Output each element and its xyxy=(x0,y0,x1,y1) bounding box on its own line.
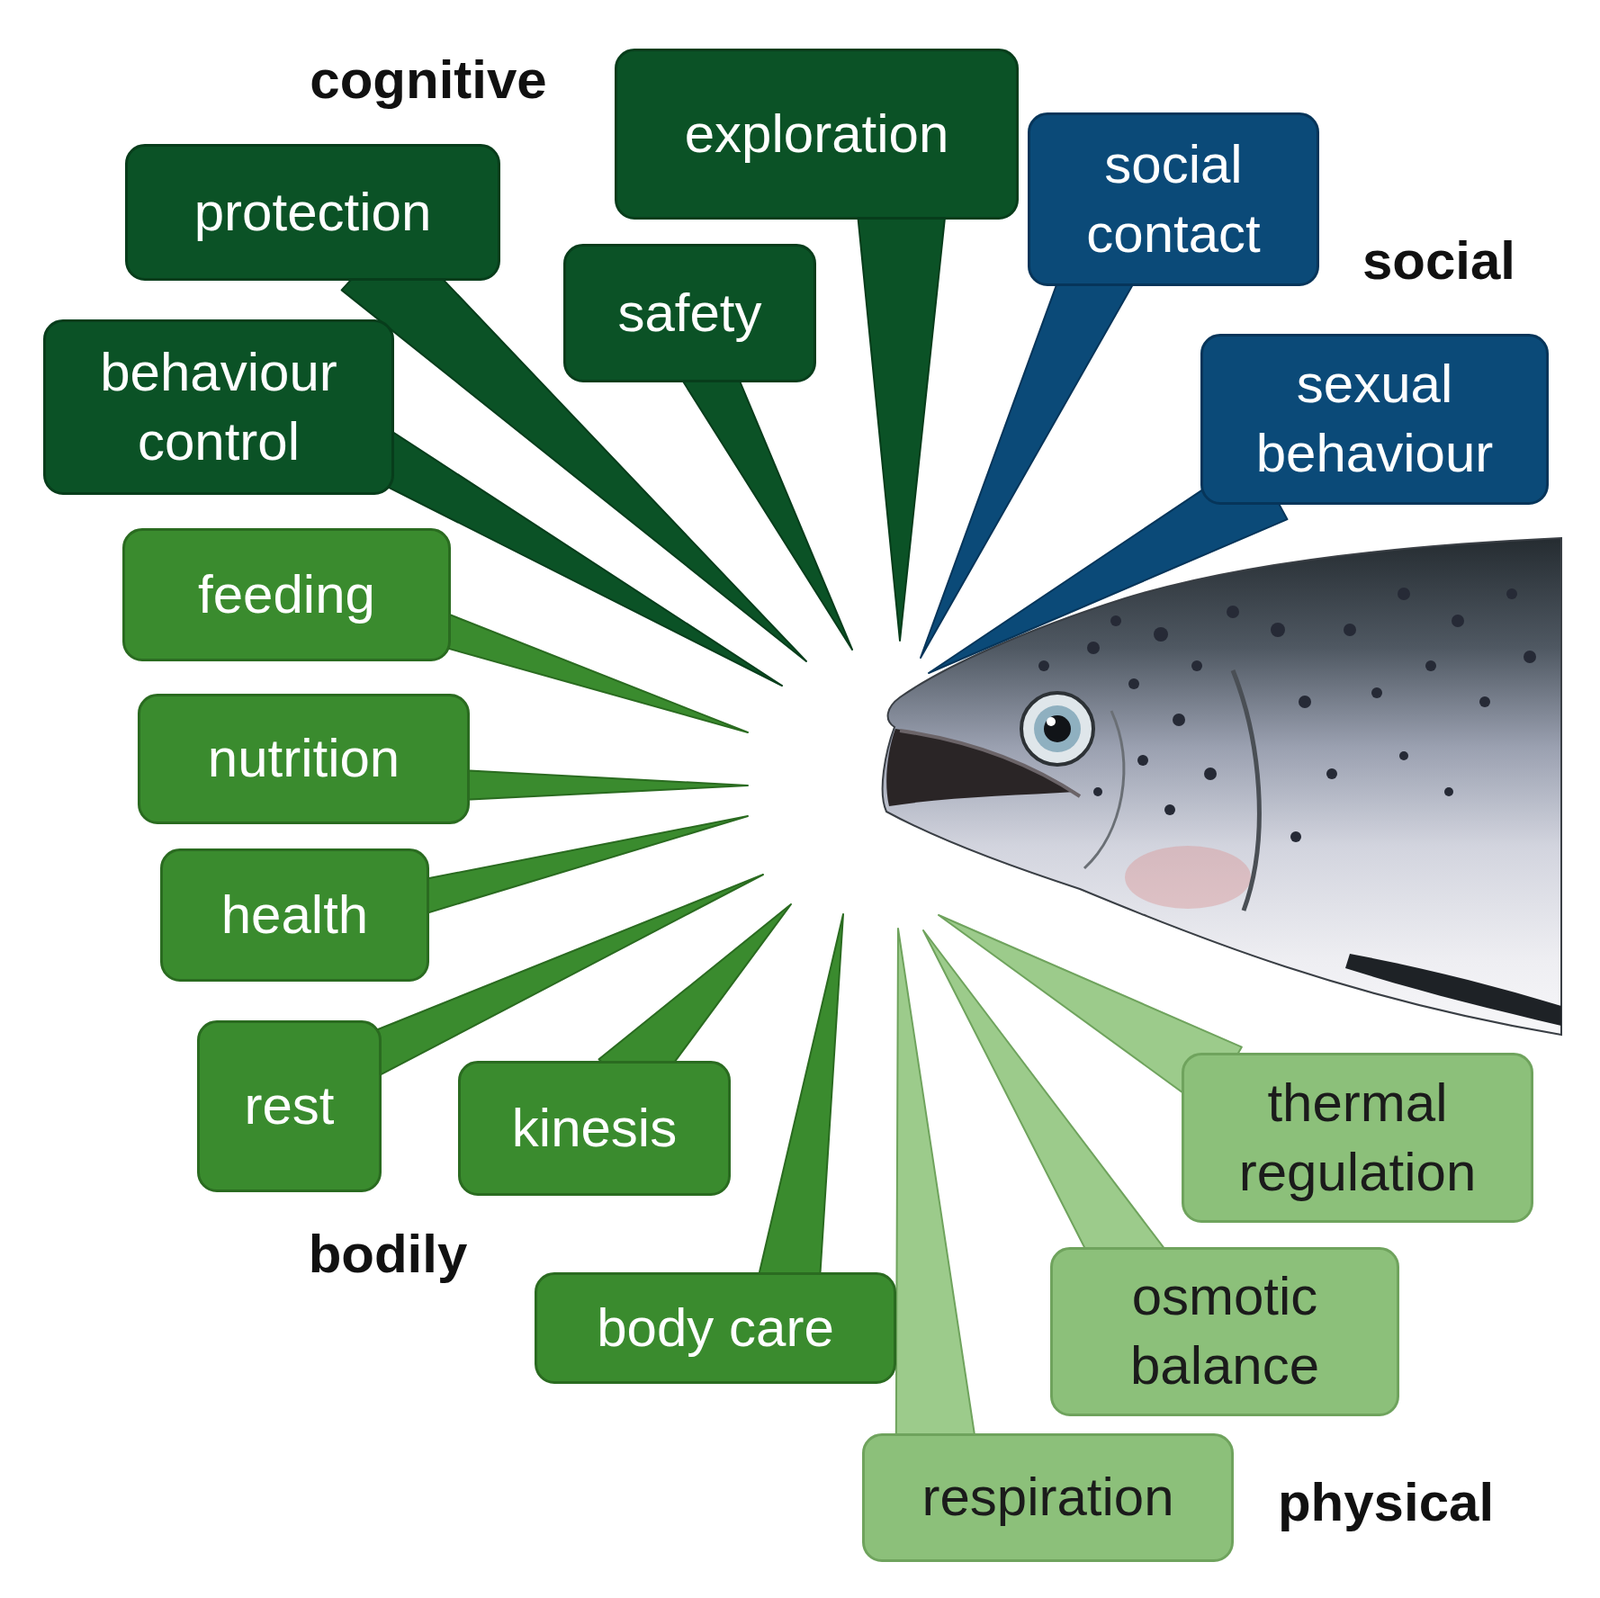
category-label: social xyxy=(1362,229,1516,292)
need-callout: body care xyxy=(534,1272,897,1385)
need-callout: nutrition xyxy=(137,693,470,825)
need-callout: exploration xyxy=(614,48,1019,220)
callout-tail xyxy=(856,202,947,641)
need-callout: rest xyxy=(197,1020,382,1193)
need-label: sexual behaviour xyxy=(1222,350,1527,489)
need-label: respiration xyxy=(921,1463,1174,1533)
category-label: bodily xyxy=(308,1222,468,1286)
need-callout: osmotic balance xyxy=(1050,1247,1400,1417)
fish-body xyxy=(882,538,1562,1035)
need-label: exploration xyxy=(684,99,950,170)
need-callout: thermal regulation xyxy=(1181,1052,1534,1223)
need-label: rest xyxy=(243,1071,334,1142)
fish-eye xyxy=(1021,692,1094,765)
pectoral-fin xyxy=(1345,953,1562,1026)
need-label: safety xyxy=(617,278,762,349)
need-callout: health xyxy=(160,848,430,982)
callout-tail xyxy=(896,928,978,1457)
need-label: thermal regulation xyxy=(1204,1069,1511,1208)
callout-tail xyxy=(436,769,748,802)
need-label: social contact xyxy=(1050,130,1297,270)
need-callout: social contact xyxy=(1027,112,1320,287)
need-callout: protection xyxy=(125,143,501,281)
need-label: nutrition xyxy=(207,724,400,794)
need-callout: feeding xyxy=(122,528,451,662)
need-callout: safety xyxy=(563,243,817,383)
need-label: feeding xyxy=(197,560,376,630)
need-label: behaviour control xyxy=(65,338,372,477)
need-callout: kinesis xyxy=(458,1060,731,1196)
callout-tail xyxy=(756,914,844,1295)
need-label: health xyxy=(221,880,369,951)
fish-spots xyxy=(1038,587,1537,843)
need-label: osmotic balance xyxy=(1072,1262,1377,1402)
need-label: protection xyxy=(194,178,432,248)
gill-cover xyxy=(1232,670,1259,911)
category-label: cognitive xyxy=(309,48,547,111)
callout-tail xyxy=(923,930,1169,1292)
need-label: body care xyxy=(596,1294,835,1364)
need-callout: sexual behaviour xyxy=(1200,333,1549,505)
gill-flush xyxy=(1124,845,1251,909)
callout-tail xyxy=(678,349,853,650)
need-callout: behaviour control xyxy=(43,319,395,495)
need-label: kinesis xyxy=(512,1094,677,1164)
need-callout: respiration xyxy=(862,1433,1234,1563)
category-label: physical xyxy=(1277,1471,1494,1534)
